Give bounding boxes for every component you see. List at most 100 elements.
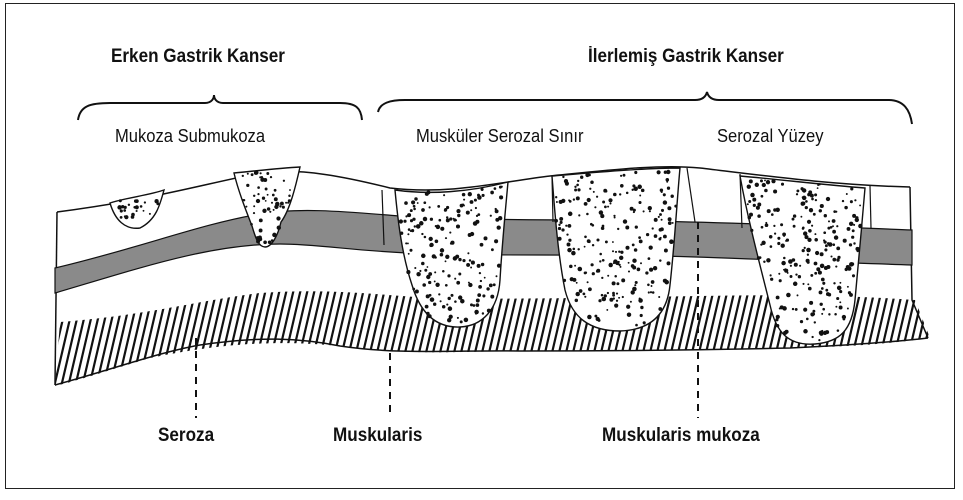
speckle-dot	[839, 282, 841, 284]
speckle-dot	[802, 249, 805, 252]
speckle-dot	[259, 229, 263, 233]
speckle-dot	[448, 297, 451, 300]
speckle-dot	[590, 181, 594, 185]
speckle-dot	[634, 284, 636, 286]
speckle-dot	[792, 308, 794, 310]
speckle-dot	[419, 221, 423, 225]
speckle-dot	[645, 271, 648, 274]
speckle-dot	[802, 283, 804, 285]
speckle-dot	[599, 253, 602, 256]
speckle-dot	[806, 248, 811, 253]
speckle-dot	[652, 291, 655, 294]
speckle-dot	[609, 298, 613, 302]
speckle-dot	[784, 268, 786, 270]
speckle-dot	[289, 189, 291, 191]
speckle-dot	[262, 197, 265, 200]
speckle-dot	[474, 199, 477, 202]
speckle-dot	[437, 205, 440, 208]
speckle-dot	[652, 227, 654, 229]
speckle-dot	[599, 260, 601, 262]
speckle-dot	[613, 193, 617, 197]
speckle-dot	[446, 304, 448, 306]
speckle-dot	[635, 281, 638, 284]
speckle-dot	[837, 329, 840, 332]
speckle-dot	[406, 270, 410, 274]
speckle-dot	[823, 231, 826, 234]
speckle-dot	[596, 270, 599, 273]
speckle-dot	[411, 229, 414, 232]
speckle-dot	[650, 291, 652, 293]
speckle-dot	[659, 259, 661, 261]
speckle-dot	[632, 287, 637, 292]
speckle-dot	[413, 205, 416, 208]
speckle-dot	[585, 173, 589, 177]
speckle-dot	[445, 284, 448, 287]
hatch-stroke	[37, 280, 65, 400]
speckle-dot	[802, 196, 804, 198]
speckle-dot	[646, 233, 649, 236]
speckle-dot	[573, 198, 575, 200]
speckle-dot	[416, 272, 420, 276]
speckle-dot	[457, 214, 460, 217]
speckle-dot	[835, 266, 837, 268]
speckle-dot	[852, 274, 855, 277]
speckle-dot	[254, 170, 258, 174]
speckle-dot	[458, 295, 462, 299]
speckle-dot	[253, 195, 255, 197]
speckle-dot	[783, 257, 786, 260]
speckle-dot	[760, 243, 762, 245]
speckle-dot	[806, 318, 809, 321]
speckle-dot	[607, 292, 609, 294]
speckle-dot	[783, 331, 787, 335]
speckle-dot	[455, 255, 459, 259]
speckle-dot	[765, 222, 767, 224]
speckle-dot	[449, 217, 452, 220]
speckle-dot	[658, 238, 661, 241]
speckle-dot	[440, 227, 444, 231]
speckle-dot	[640, 262, 642, 264]
hatch-stroke	[93, 280, 121, 400]
speckle-dot	[410, 209, 413, 212]
speckle-dot	[619, 193, 621, 195]
speckle-dot	[630, 301, 632, 303]
hatch-stroke	[16, 280, 44, 400]
hatch-stroke	[940, 280, 963, 400]
hatch-stroke	[23, 280, 51, 400]
speckle-dot	[466, 211, 470, 215]
speckle-dot	[477, 264, 481, 268]
hatch-stroke	[926, 280, 954, 400]
speckle-dot	[607, 275, 609, 277]
speckle-dot	[490, 295, 494, 299]
speckle-dot	[799, 265, 801, 267]
speckle-dot	[850, 187, 853, 190]
mucosa-submucosa-label: Mukoza Submukoza	[115, 126, 265, 147]
speckle-dot	[554, 219, 558, 223]
speckle-dot	[777, 237, 780, 240]
speckle-dot	[587, 239, 591, 243]
speckle-dot	[567, 248, 571, 252]
speckle-dot	[851, 262, 854, 265]
speckle-dot	[470, 200, 474, 204]
speckle-dot	[427, 266, 429, 268]
speckle-dot	[637, 185, 642, 190]
speckle-dot	[265, 200, 267, 202]
speckle-dot	[797, 294, 799, 296]
speckle-dot	[667, 187, 670, 190]
speckle-dot	[497, 225, 501, 229]
speckle-dot	[604, 206, 607, 209]
speckle-dot	[470, 267, 472, 269]
speckle-dot	[576, 282, 578, 284]
speckle-dot	[405, 242, 407, 244]
speckle-dot	[847, 308, 849, 310]
speckle-dot	[612, 241, 614, 243]
speckle-dot	[832, 230, 836, 234]
speckle-dot	[846, 193, 848, 195]
speckle-dot	[462, 193, 466, 197]
speckle-dot	[839, 290, 842, 293]
speckle-dot	[748, 200, 751, 203]
speckle-dot	[817, 187, 819, 189]
speckle-dot	[805, 200, 808, 203]
speckle-dot	[626, 305, 630, 309]
speckle-dot	[256, 199, 260, 203]
speckle-dot	[824, 248, 827, 251]
